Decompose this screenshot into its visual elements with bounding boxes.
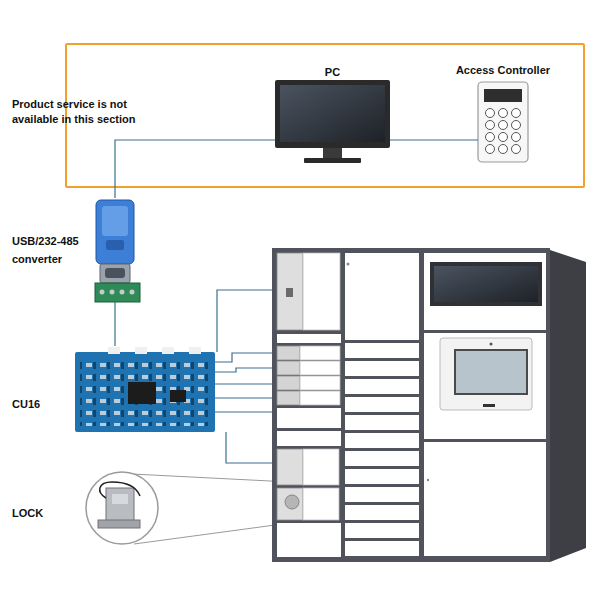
lock-illustration	[86, 472, 290, 544]
monitor-icon	[275, 80, 390, 163]
connector-line	[390, 139, 478, 140]
node-label: LOCK	[12, 506, 62, 520]
node-label: PC	[275, 65, 390, 79]
section-band: Product service is not available in this…	[65, 43, 585, 188]
converter-device	[95, 200, 140, 302]
lock-node: LOCK	[10, 468, 160, 548]
pc-node: PC	[275, 62, 390, 164]
node-label: CU16	[12, 397, 62, 411]
keypad-icon	[478, 82, 528, 162]
connector-line	[115, 140, 275, 198]
access-controller-node: Access Controller	[478, 62, 528, 166]
node-label: Product service is not available in this…	[12, 97, 162, 127]
connector-line	[114, 302, 115, 346]
node-label: Access Controller	[448, 63, 558, 77]
cu16-board	[75, 347, 215, 432]
node-label: USB/232-485 converter	[12, 232, 92, 268]
locker-cabinet	[272, 248, 586, 562]
converter-node: USB/232-485 converter	[10, 198, 145, 302]
cu16-node: CU16	[10, 346, 218, 436]
